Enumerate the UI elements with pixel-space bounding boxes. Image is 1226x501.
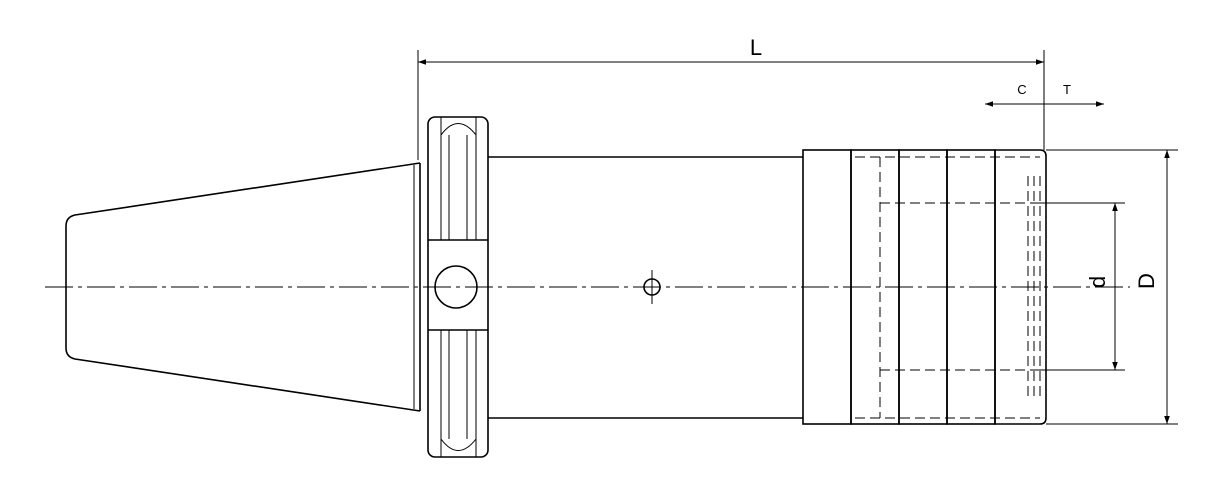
dimension-c-t: C T [985, 82, 1104, 107]
body-cylinder [488, 156, 803, 419]
dimension-label-d-small: d [1085, 276, 1110, 288]
dimension-label-d-large: D [1134, 273, 1159, 289]
dimension-label-c: C [1017, 82, 1026, 97]
dimension-d-outer: D [1046, 149, 1178, 425]
clamping-head [802, 149, 1047, 425]
taper-shank [65, 162, 421, 412]
dimension-d-bore: d [1040, 202, 1125, 371]
drive-slot-hole [434, 265, 478, 309]
dimension-label-t: T [1063, 82, 1071, 97]
flange [427, 116, 489, 458]
dimension-l: L [417, 35, 1045, 160]
dimension-label-l: L [750, 35, 762, 60]
